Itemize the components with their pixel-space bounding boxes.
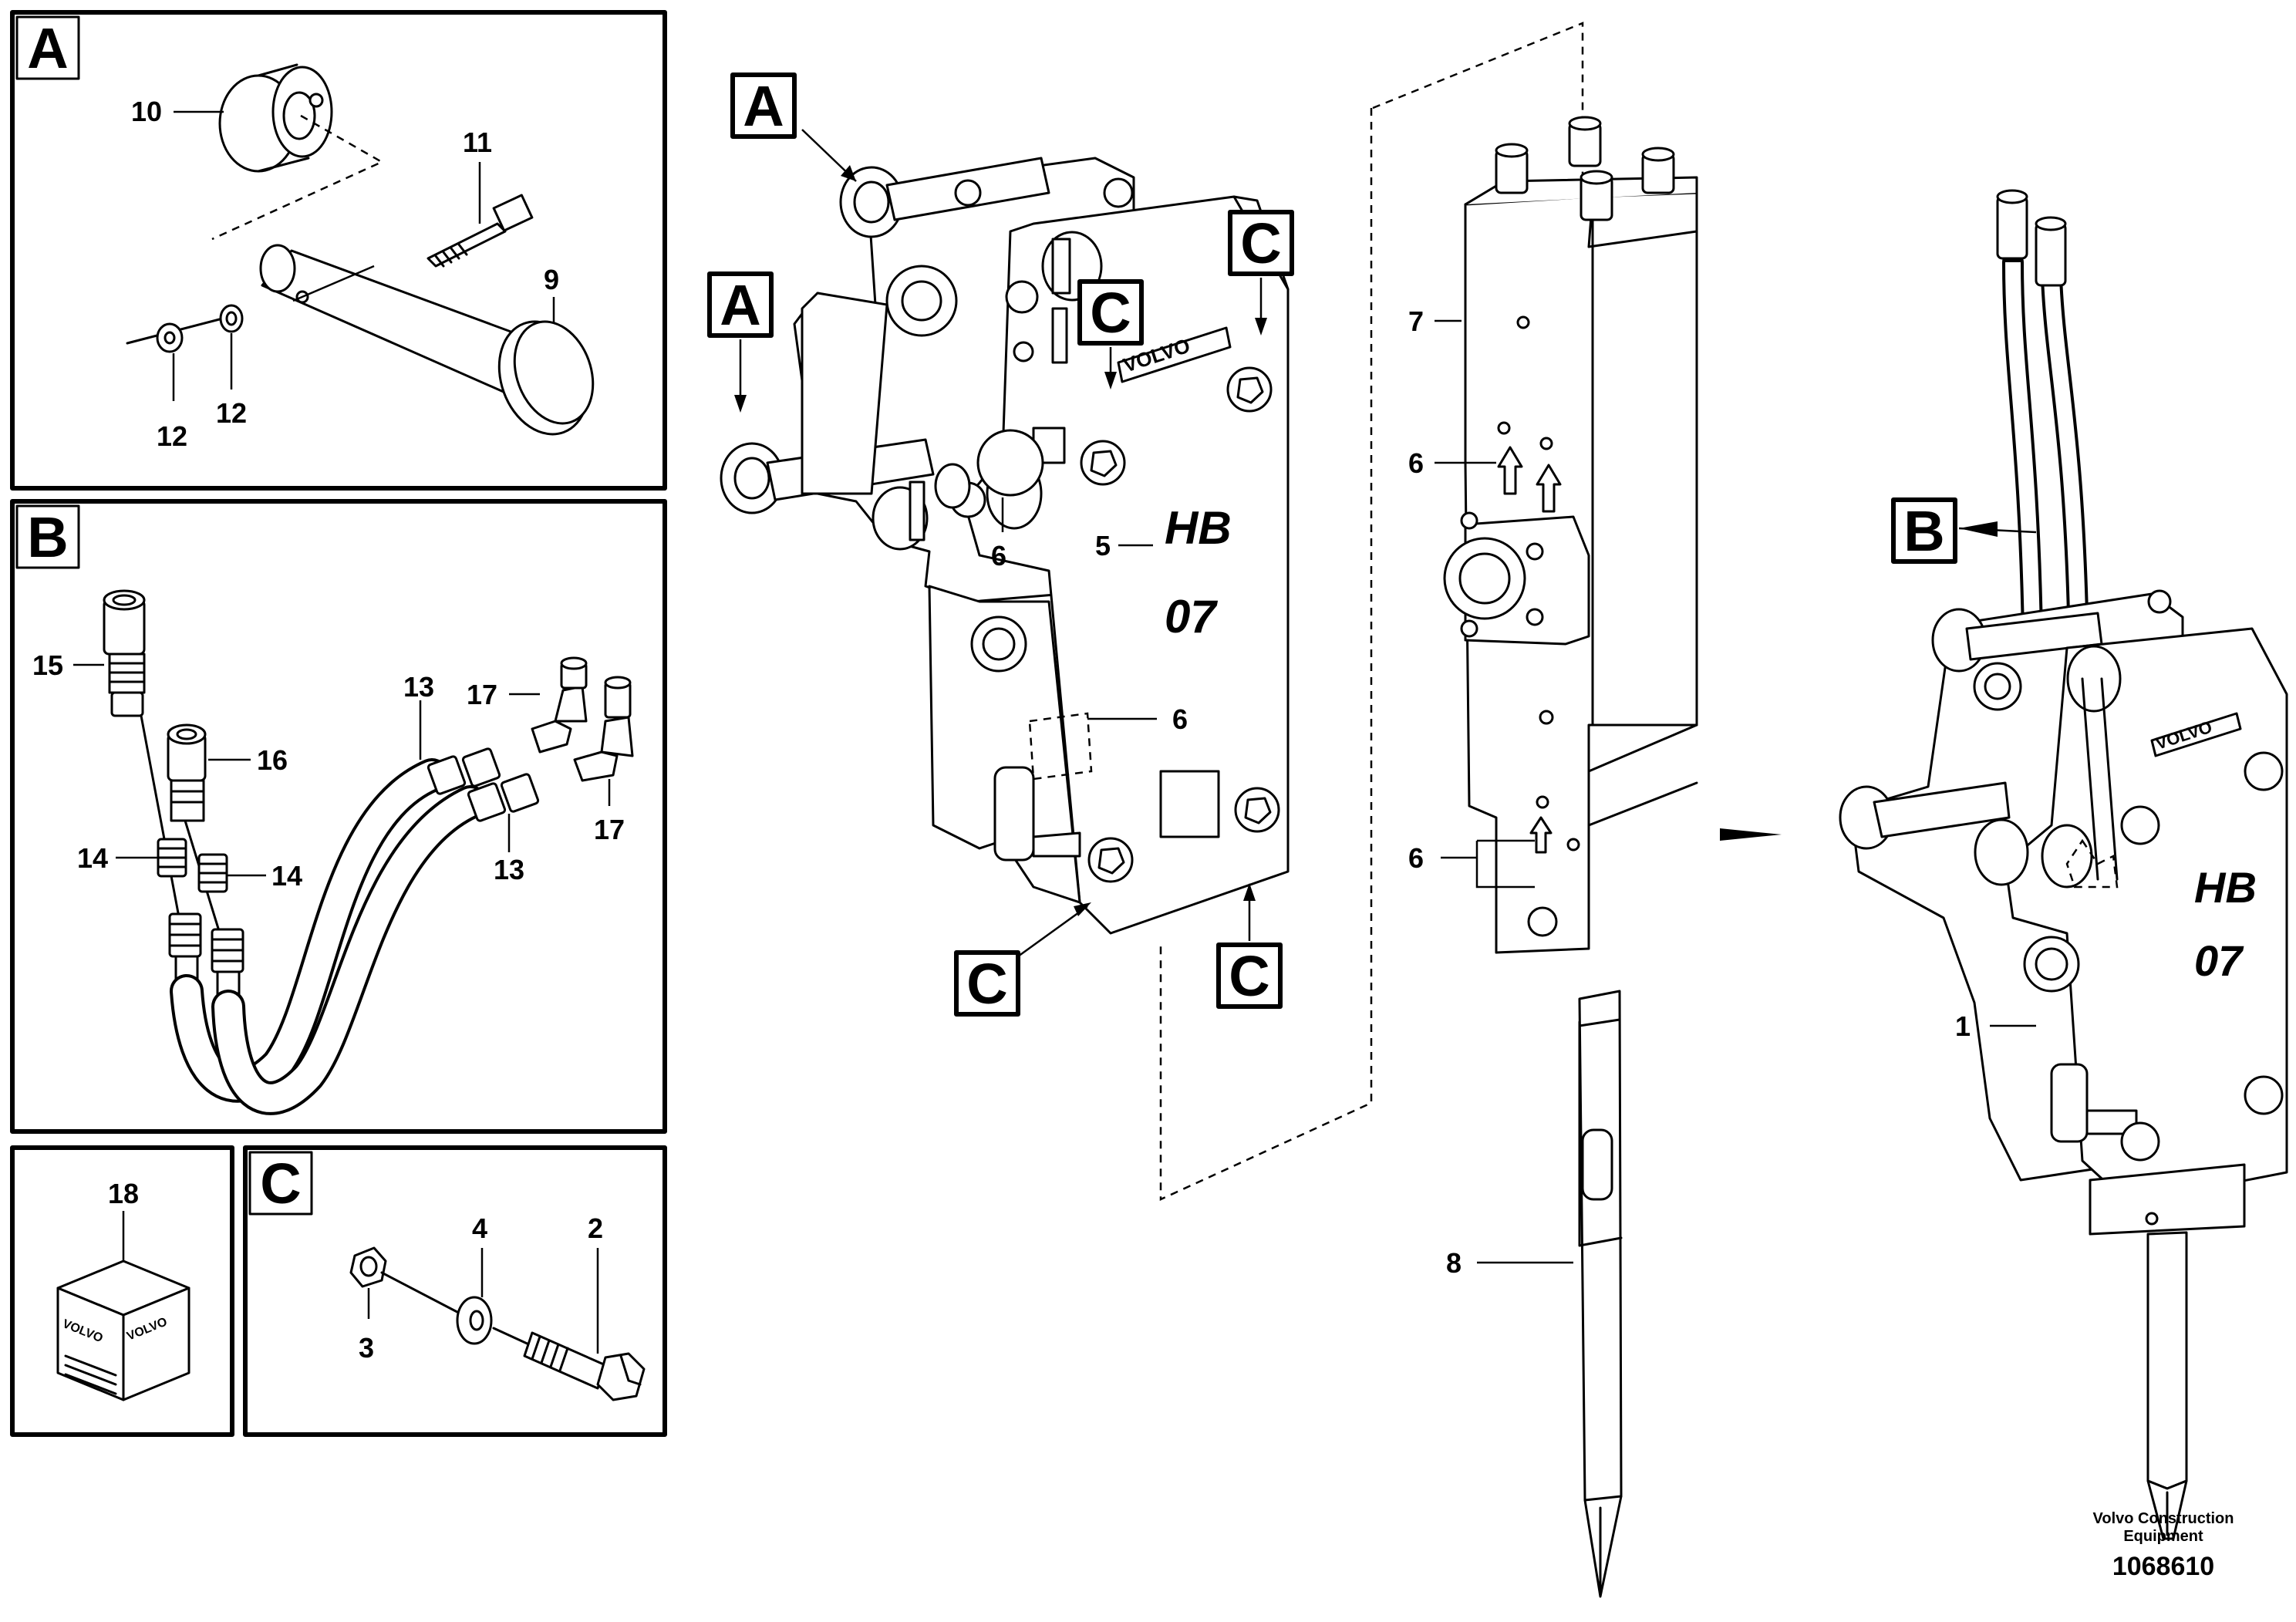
main-callouts-left: A A C C C C 6 5 6 xyxy=(707,73,1294,1017)
valve-block xyxy=(1443,511,1590,646)
hammer-body-part-7: 7 6 6 xyxy=(1408,116,1698,954)
footer-company-line2: Equipment xyxy=(2123,1528,2203,1545)
assembled-model-line2: 07 xyxy=(2194,936,2244,985)
callout-7: 7 xyxy=(1408,305,1424,337)
model-text-line1: HB xyxy=(1165,502,1232,554)
main-callout-b: B xyxy=(1903,499,1944,563)
footer-company-line1: Volvo Construction xyxy=(2093,1510,2234,1527)
callout-14-right: 14 xyxy=(271,860,302,892)
callout-10: 10 xyxy=(131,96,162,127)
hydraulic-hose-part-13 xyxy=(170,747,540,1115)
panel-a-pin-detail: A xyxy=(10,10,667,491)
callout-5: 5 xyxy=(1095,530,1111,561)
panel-18-box: VOLVO VOLVO 18 xyxy=(10,1145,234,1437)
main-callout-c-bottom-right: C xyxy=(1229,944,1269,1008)
callout-17-bottom: 17 xyxy=(594,814,625,845)
fitting-part-14 xyxy=(157,838,228,893)
assembled-bolts xyxy=(2120,589,2284,1162)
main-callout-a-side: A xyxy=(720,273,760,337)
callout-15: 15 xyxy=(32,649,63,681)
model-text-line2: 07 xyxy=(1165,591,1218,642)
assembly-arrow xyxy=(1720,828,1782,841)
panel-b-hose-detail: B xyxy=(10,499,667,1134)
adapter-part-16 xyxy=(167,723,207,822)
nut-part-3 xyxy=(349,1246,387,1288)
callout-6-body-upper: 6 xyxy=(1408,447,1424,479)
callout-6-body-lower: 6 xyxy=(1408,842,1424,874)
callout-1: 1 xyxy=(1955,1010,1971,1042)
callout-12-left: 12 xyxy=(157,420,187,452)
callout-13-top: 13 xyxy=(403,671,434,703)
callout-2: 2 xyxy=(588,1212,603,1244)
panel-b-letter: B xyxy=(27,505,68,569)
bolt-part-11 xyxy=(426,194,534,268)
callout-14-left: 14 xyxy=(77,842,108,874)
callout-6-bracket-center: 6 xyxy=(1172,703,1188,735)
bracket-bolts xyxy=(954,177,1280,883)
callout-16: 16 xyxy=(257,744,288,776)
callout-13-bottom: 13 xyxy=(494,854,524,885)
callout-6-bracket-left: 6 xyxy=(991,540,1006,572)
collar-part-10 xyxy=(218,63,333,173)
callout-18: 18 xyxy=(108,1178,139,1209)
callout-17-top: 17 xyxy=(467,679,497,710)
elbow-fitting-part-17 xyxy=(531,656,634,782)
main-callout-c-top-right: C xyxy=(1240,211,1281,275)
chisel-part-8: 8 xyxy=(1446,990,1623,1598)
bolt-part-2 xyxy=(523,1331,646,1401)
main-callout-c-inner: C xyxy=(1090,281,1131,345)
footer-drawing-number: 1068610 xyxy=(2112,1552,2214,1581)
panel-c-letter: C xyxy=(260,1152,301,1216)
washer-part-4 xyxy=(456,1296,493,1345)
main-callout-c-bottom-left: C xyxy=(966,952,1007,1016)
callout-12-right: 12 xyxy=(216,397,247,429)
assembled-model-line1: HB xyxy=(2194,863,2257,912)
panel-a-letter: A xyxy=(27,16,68,80)
callout-3: 3 xyxy=(359,1332,374,1364)
main-callout-a-top: A xyxy=(743,74,784,138)
panel-c-bolt-detail: C 3 4 2 xyxy=(243,1145,667,1437)
washer-and-nut-part-12 xyxy=(126,304,244,353)
callout-9: 9 xyxy=(544,264,559,295)
callout-4: 4 xyxy=(472,1212,487,1244)
pin-part-9 xyxy=(259,244,595,436)
adapter-part-15 xyxy=(103,589,146,717)
assembled-breaker-part-1: VOLVO HB 07 B 1 xyxy=(1839,189,2288,1540)
callout-8: 8 xyxy=(1446,1247,1462,1279)
callout-11: 11 xyxy=(463,126,492,158)
drawing-footer: Volvo Construction Equipment 1068610 xyxy=(2093,1510,2234,1581)
breaker-bracket-exploded: VOLVO HB 07 xyxy=(720,157,1290,935)
